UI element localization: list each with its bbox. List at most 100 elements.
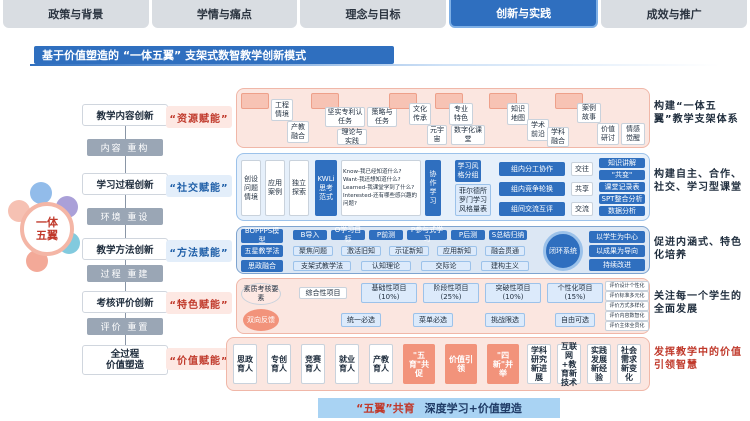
row-value: 思政育人 专创育人 竞赛育人 就业育人 产教育人 "五育"共促 价值引领 "四新… — [226, 337, 650, 391]
kwl-line: Know-我已经知道什么? — [343, 169, 402, 175]
resource-chip: 产教融合 — [287, 121, 309, 143]
social-chip: 组间交流互评 — [499, 202, 565, 216]
resource-chip: 情感觉醒 — [621, 123, 645, 145]
hub-label: 一体 — [36, 216, 58, 229]
kwl-line: Interested-还有哪些感兴趣的问题? — [343, 193, 418, 207]
wing-desc: 发挥教学中的价值引领智慧 — [654, 347, 742, 371]
resource-chip: 元宇宙 — [427, 125, 447, 145]
chain-substep: 过程 重建 — [87, 265, 163, 282]
wing-desc: 构建自主、合作、社交、学习型课堂 — [654, 169, 742, 193]
resource-chip: 数字化课堂 — [451, 125, 485, 145]
method-cycle: 闭环系统 — [543, 231, 583, 271]
resource-chip: 学术前沿 — [527, 119, 549, 141]
wing-desc: 促进内涵式、特色化培养 — [654, 237, 742, 261]
wing-desc: 构建“一体五翼”教学支架体系 — [654, 101, 739, 125]
method-chip: 五星教学法 — [241, 245, 283, 257]
chain-substep: 评价 重置 — [87, 318, 163, 335]
row-feature: 素质考核要素 双向反馈 综合性项目 基础性项目(10%) 阶段性项目(25%) … — [236, 278, 650, 334]
bottom-text: 深度学习+价值塑造 — [424, 402, 522, 415]
feature-chip: 评价标准多元化 — [605, 291, 649, 301]
row-method: BOPPPS模型 B导入 O学习目标 P前测 P参与式学习 P后测 S总结归纳 … — [236, 226, 650, 274]
feature-chip: 素质考核要素 — [241, 283, 281, 305]
feature-chip: 阶段性项目(25%) — [423, 283, 479, 303]
resource-chip: 价值研讨 — [597, 123, 619, 145]
social-chip: 菲尔德所罗门学习风格量表 — [455, 184, 491, 216]
social-chip: 应用案例 — [265, 160, 285, 216]
resource-chip: 专业特色 — [449, 103, 473, 125]
wing-label-social: “社交赋能” — [166, 175, 232, 197]
resource-tag — [241, 93, 269, 109]
method-chip: 聚焦问题 — [293, 246, 333, 256]
feature-chip: 综合性项目 — [299, 287, 347, 299]
social-chip: 学习风格分组 — [455, 160, 481, 182]
method-chip: 以成果为导向 — [589, 245, 645, 257]
chain-step: 考核评价创新 — [82, 291, 168, 313]
social-chip: 独立探索 — [289, 160, 309, 216]
feature-chip: 个性化项目(15%) — [547, 283, 603, 303]
wing-label-feature: “特色赋能” — [166, 292, 232, 314]
social-chip: 交往 — [571, 162, 593, 176]
feature-chip: 评价设计个性化 — [605, 281, 649, 291]
feature-chip: 评价主体全员化 — [605, 321, 649, 331]
resource-chip: 策略与任务 — [367, 107, 397, 127]
tab-concept[interactable]: 理念与目标 — [300, 0, 446, 28]
method-chip: 以学生为中心 — [589, 231, 645, 243]
row-social: 创设问题情境 应用案例 独立探索 KWLi思考范式 Know-我已经知道什么? … — [236, 153, 650, 221]
social-chip: 组内分工协作 — [499, 162, 565, 176]
method-chip: 激活旧知 — [341, 246, 381, 256]
chain-step-line: 价值塑造 — [105, 360, 144, 371]
feature-chip: 双向反馈 — [243, 309, 279, 331]
method-chip: 支架式教学法 — [293, 261, 351, 271]
page-title: 基于价值塑造的 “一体五翼” 支架式数智教学创新模式 — [34, 46, 394, 64]
method-chip: 认知理论 — [361, 261, 411, 271]
chain-line — [125, 110, 126, 355]
hub-label: 五翼 — [36, 229, 58, 242]
wing-desc: 关注每一个学生的全面发展 — [654, 291, 742, 315]
hub-circle: 一体五翼 — [20, 202, 74, 256]
value-chip: 思政育人 — [233, 344, 257, 384]
social-chip: 组内竞争轮换 — [499, 182, 565, 196]
value-chip: 社会需求新变化 — [617, 344, 641, 384]
chain-step: 全过程价值塑造 — [82, 345, 168, 375]
method-chip: 应用新知 — [437, 246, 477, 256]
tab-learning[interactable]: 学情与痛点 — [151, 0, 298, 28]
chain-step-line: 全过程 — [110, 349, 140, 360]
resource-chip: 文化传承 — [409, 103, 431, 125]
wing-label-method: “方法赋能” — [166, 240, 232, 262]
chain-substep: 内容 重构 — [87, 139, 163, 156]
resource-chip: 学科融合 — [547, 127, 569, 147]
kwl-line: Learned-我课堂学到了什么? — [343, 185, 415, 191]
tab-results[interactable]: 成效与推广 — [601, 0, 747, 28]
method-chip: O学习目标 — [331, 226, 365, 243]
social-chip: "共变" — [599, 170, 645, 180]
social-chip: SPT整合分析 — [599, 194, 645, 204]
social-chip: 数据分析 — [599, 206, 645, 216]
feature-chip: 评价方式多样化 — [605, 301, 649, 311]
tab-innovation[interactable]: 创新与实践 — [448, 0, 599, 28]
social-chip: 知识讲解 — [599, 158, 645, 168]
resource-tag — [555, 93, 583, 109]
method-chip: B导入 — [293, 230, 327, 240]
feature-chip: 基础性项目(10%) — [361, 283, 417, 303]
chain-substep: 环境 重设 — [87, 208, 163, 225]
bottom-summary: “五翼”共育 深度学习+价值塑造 — [318, 398, 560, 418]
hub-petal — [30, 182, 52, 204]
resource-chip: 案例故事 — [577, 103, 601, 123]
value-chip: 专创育人 — [267, 344, 291, 384]
feature-chip: 突破性项目(10%) — [485, 283, 541, 303]
feature-chip: 挑战限选 — [485, 313, 525, 327]
value-chip: 实践发展新经验 — [587, 344, 611, 384]
social-chip: 协作学习 — [425, 160, 441, 216]
wing-label-value: “价值赋能” — [166, 348, 232, 370]
wing-label-resource: “资源赋能” — [166, 106, 232, 128]
tab-policy[interactable]: 政策与背景 — [3, 0, 149, 28]
feature-chip: 自由可选 — [555, 313, 595, 327]
value-chip: 互联网+教育新技术 — [557, 342, 581, 387]
chain-step: 教学方法创新 — [82, 238, 168, 260]
method-chip: 示证新知 — [389, 246, 429, 256]
resource-chip: 理论与实践 — [337, 128, 367, 145]
method-chip: 思政融合 — [241, 260, 283, 272]
social-chip: KWLi思考范式 — [315, 160, 337, 216]
method-chip: 建构主义 — [481, 261, 529, 271]
resource-chip: 工程情境 — [271, 99, 293, 121]
